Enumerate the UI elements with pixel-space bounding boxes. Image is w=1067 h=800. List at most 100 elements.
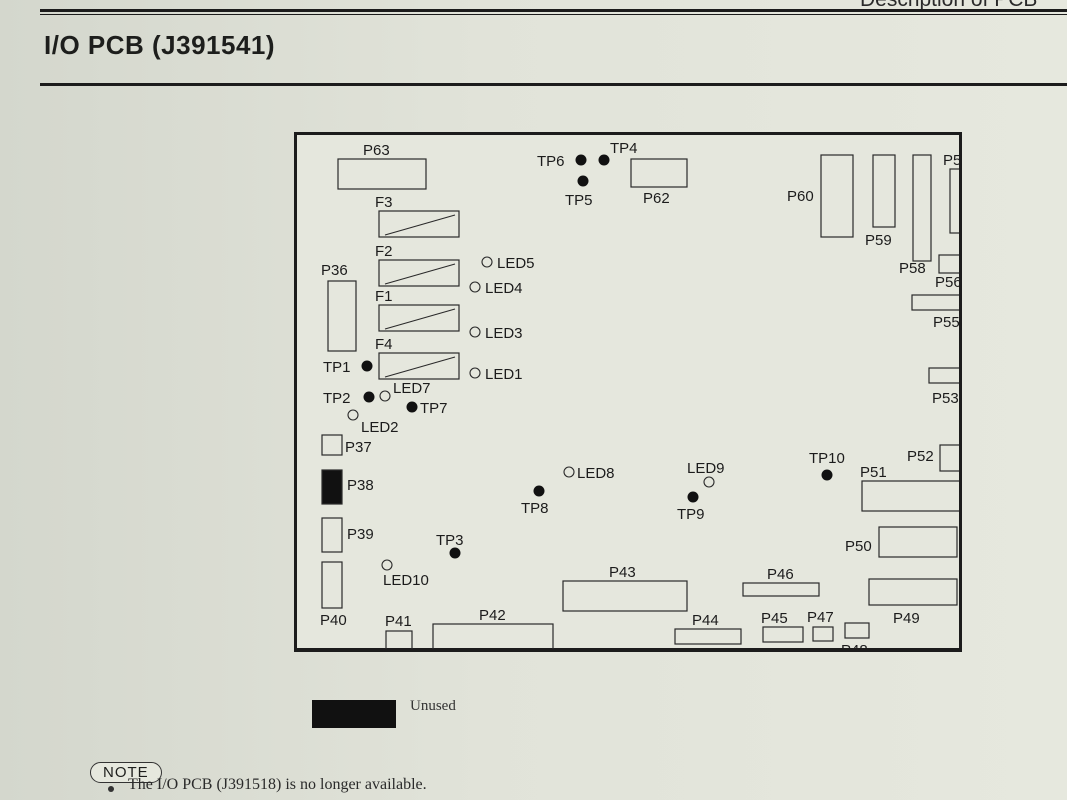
connector-p55 bbox=[911, 294, 959, 311]
note-bullet bbox=[108, 786, 114, 792]
pcb-board-diagram: P63P62P60P59P58P57P56P55P53P52P51P50P49P… bbox=[294, 132, 962, 652]
test-point-label-tp3: TP3 bbox=[436, 532, 464, 549]
led-led1 bbox=[469, 367, 481, 379]
test-point-tp4 bbox=[598, 154, 610, 166]
connector-p57 bbox=[949, 168, 959, 234]
connector-label-p42: P42 bbox=[479, 607, 506, 624]
connector-label-p45: P45 bbox=[761, 610, 788, 627]
fuse-element-f3 bbox=[384, 214, 456, 236]
test-point-tp9 bbox=[687, 491, 699, 503]
connector-label-p41: P41 bbox=[385, 613, 412, 630]
connector-p60 bbox=[820, 154, 854, 238]
test-point-label-tp8: TP8 bbox=[521, 500, 549, 517]
connector-p38 bbox=[321, 469, 343, 505]
test-point-label-tp6: TP6 bbox=[537, 153, 565, 170]
title-rule bbox=[40, 83, 1067, 86]
connector-label-p38: P38 bbox=[347, 477, 374, 494]
note-text: The I/O PCB (J391518) is no longer avail… bbox=[128, 776, 427, 793]
connector-p36 bbox=[327, 280, 357, 352]
connector-p44 bbox=[674, 628, 742, 645]
led-label-led10: LED10 bbox=[383, 572, 429, 589]
header-rule-top-thin bbox=[40, 14, 1067, 15]
connector-label-p51: P51 bbox=[860, 464, 887, 481]
connector-label-p53: P53 bbox=[932, 390, 959, 407]
test-point-label-tp2: TP2 bbox=[323, 390, 351, 407]
led-label-led9: LED9 bbox=[687, 460, 725, 477]
fuse-label-f4: F4 bbox=[375, 336, 393, 353]
led-led4 bbox=[469, 281, 481, 293]
led-led2 bbox=[347, 409, 359, 421]
test-point-tp1 bbox=[361, 360, 373, 372]
led-label-led1: LED1 bbox=[485, 366, 523, 383]
connector-p46 bbox=[742, 582, 820, 597]
led-label-led2: LED2 bbox=[361, 419, 399, 436]
led-led10 bbox=[381, 559, 393, 571]
connector-label-p47: P47 bbox=[807, 609, 834, 626]
connector-p48 bbox=[844, 622, 870, 639]
test-point-tp8 bbox=[533, 485, 545, 497]
connector-p42 bbox=[432, 623, 554, 649]
connector-p45 bbox=[762, 626, 804, 643]
fuse-f2 bbox=[378, 259, 460, 287]
connector-p40 bbox=[321, 561, 343, 609]
connector-label-p48: P48 bbox=[841, 642, 868, 649]
connector-label-p58: P58 bbox=[899, 260, 926, 277]
fuse-label-f2: F2 bbox=[375, 243, 393, 260]
connector-p43 bbox=[562, 580, 688, 612]
led-label-led8: LED8 bbox=[577, 465, 615, 482]
fuse-element-f4 bbox=[384, 356, 456, 378]
fuse-label-f1: F1 bbox=[375, 288, 393, 305]
connector-label-p62: P62 bbox=[643, 190, 670, 207]
connector-label-p43: P43 bbox=[609, 564, 636, 581]
connector-label-p44: P44 bbox=[692, 612, 719, 629]
connector-p58 bbox=[912, 154, 932, 262]
test-point-tp10 bbox=[821, 469, 833, 481]
connector-label-p55: P55 bbox=[933, 314, 959, 331]
test-point-label-tp10: TP10 bbox=[809, 450, 845, 467]
connector-p62 bbox=[630, 158, 688, 188]
led-led3 bbox=[469, 326, 481, 338]
connector-p56 bbox=[938, 254, 959, 274]
led-label-led3: LED3 bbox=[485, 325, 523, 342]
test-point-label-tp9: TP9 bbox=[677, 506, 705, 523]
test-point-label-tp5: TP5 bbox=[565, 192, 593, 209]
unused-legend-label: Unused bbox=[410, 698, 456, 714]
connector-p47 bbox=[812, 626, 834, 642]
connector-label-p40: P40 bbox=[320, 612, 347, 629]
test-point-tp6 bbox=[575, 154, 587, 166]
unused-legend-swatch bbox=[312, 700, 396, 728]
led-label-led4: LED4 bbox=[485, 280, 523, 297]
fuse-f1 bbox=[378, 304, 460, 332]
connector-p49 bbox=[868, 578, 958, 606]
test-point-tp3 bbox=[449, 547, 461, 559]
test-point-tp2 bbox=[363, 391, 375, 403]
led-label-led7: LED7 bbox=[393, 380, 431, 397]
fuse-f3 bbox=[378, 210, 460, 238]
connector-p53 bbox=[928, 367, 959, 384]
pcb-layout-svg: P63P62P60P59P58P57P56P55P53P52P51P50P49P… bbox=[320, 140, 959, 649]
led-led5 bbox=[481, 256, 493, 268]
connector-label-p50: P50 bbox=[845, 538, 872, 555]
connector-label-p59: P59 bbox=[865, 232, 892, 249]
note-badge: NOTE bbox=[90, 762, 162, 783]
fuse-label-f3: F3 bbox=[375, 194, 393, 211]
connector-p59 bbox=[872, 154, 896, 228]
connector-p37 bbox=[321, 434, 343, 456]
connector-p63 bbox=[337, 158, 427, 190]
connector-label-p49: P49 bbox=[893, 610, 920, 627]
led-led9 bbox=[703, 476, 715, 488]
connector-label-p37: P37 bbox=[345, 439, 372, 456]
page-title: I/O PCB (J391541) bbox=[44, 30, 276, 60]
led-led8 bbox=[563, 466, 575, 478]
fuse-element-f1 bbox=[384, 308, 456, 330]
connector-p39 bbox=[321, 517, 343, 553]
connector-p50 bbox=[878, 526, 958, 558]
test-point-label-tp1: TP1 bbox=[323, 359, 351, 376]
connector-label-p63: P63 bbox=[363, 142, 390, 159]
test-point-label-tp4: TP4 bbox=[610, 140, 638, 157]
fuse-f4 bbox=[378, 352, 460, 380]
header-rule-top bbox=[40, 9, 1067, 12]
connector-label-p52: P52 bbox=[907, 448, 934, 465]
connector-label-p57: P57 bbox=[943, 152, 959, 169]
